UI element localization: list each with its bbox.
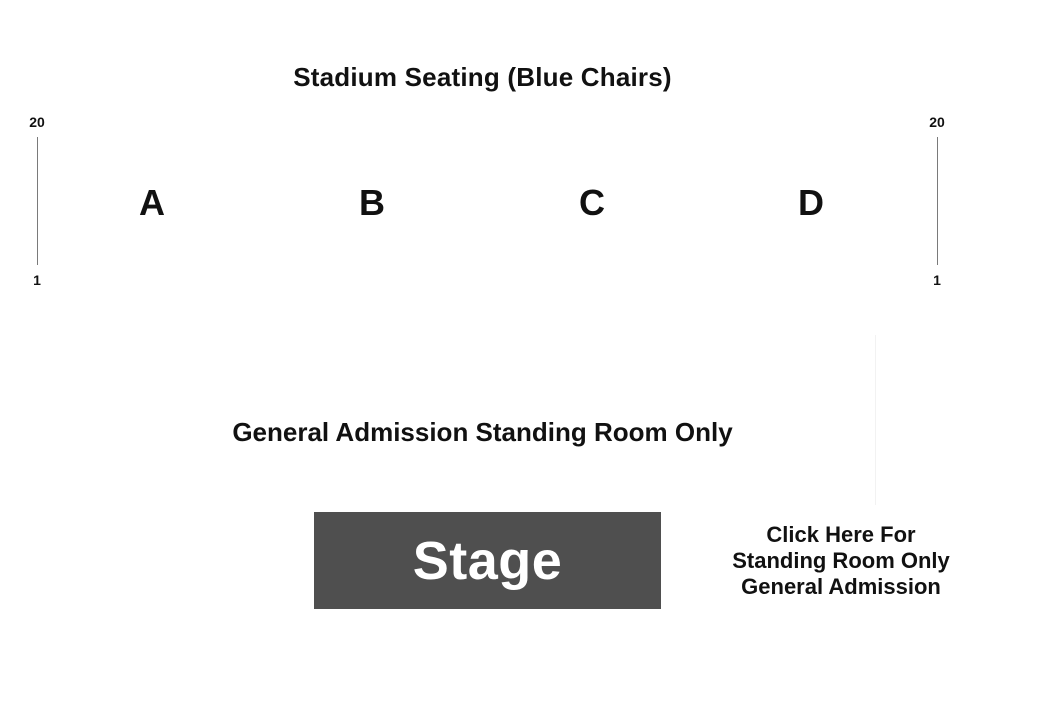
- right-row-top-number: 20: [929, 114, 945, 130]
- general-admission-title: General Admission Standing Room Only: [232, 417, 733, 447]
- ga-link-line[interactable]: General Admission: [741, 574, 941, 599]
- ga-link-line[interactable]: Click Here For: [766, 522, 916, 547]
- right-row-scale-line: [937, 137, 938, 265]
- divider: [875, 335, 876, 505]
- section-a[interactable]: A: [139, 182, 165, 223]
- section-b[interactable]: B: [359, 182, 385, 223]
- stadium-seating-title: Stadium Seating (Blue Chairs): [293, 62, 672, 92]
- section-c[interactable]: C: [579, 182, 605, 223]
- left-row-bottom-number: 1: [33, 272, 41, 288]
- stage-block: Stage: [314, 512, 661, 609]
- right-row-bottom-number: 1: [933, 272, 941, 288]
- left-row-top-number: 20: [29, 114, 45, 130]
- left-row-scale-line: [37, 137, 38, 265]
- ga-link-line[interactable]: Standing Room Only: [732, 548, 950, 573]
- stage-label: Stage: [412, 530, 563, 591]
- section-d[interactable]: D: [798, 182, 824, 223]
- general-admission-link[interactable]: Click Here For Standing Room Only Genera…: [705, 522, 977, 600]
